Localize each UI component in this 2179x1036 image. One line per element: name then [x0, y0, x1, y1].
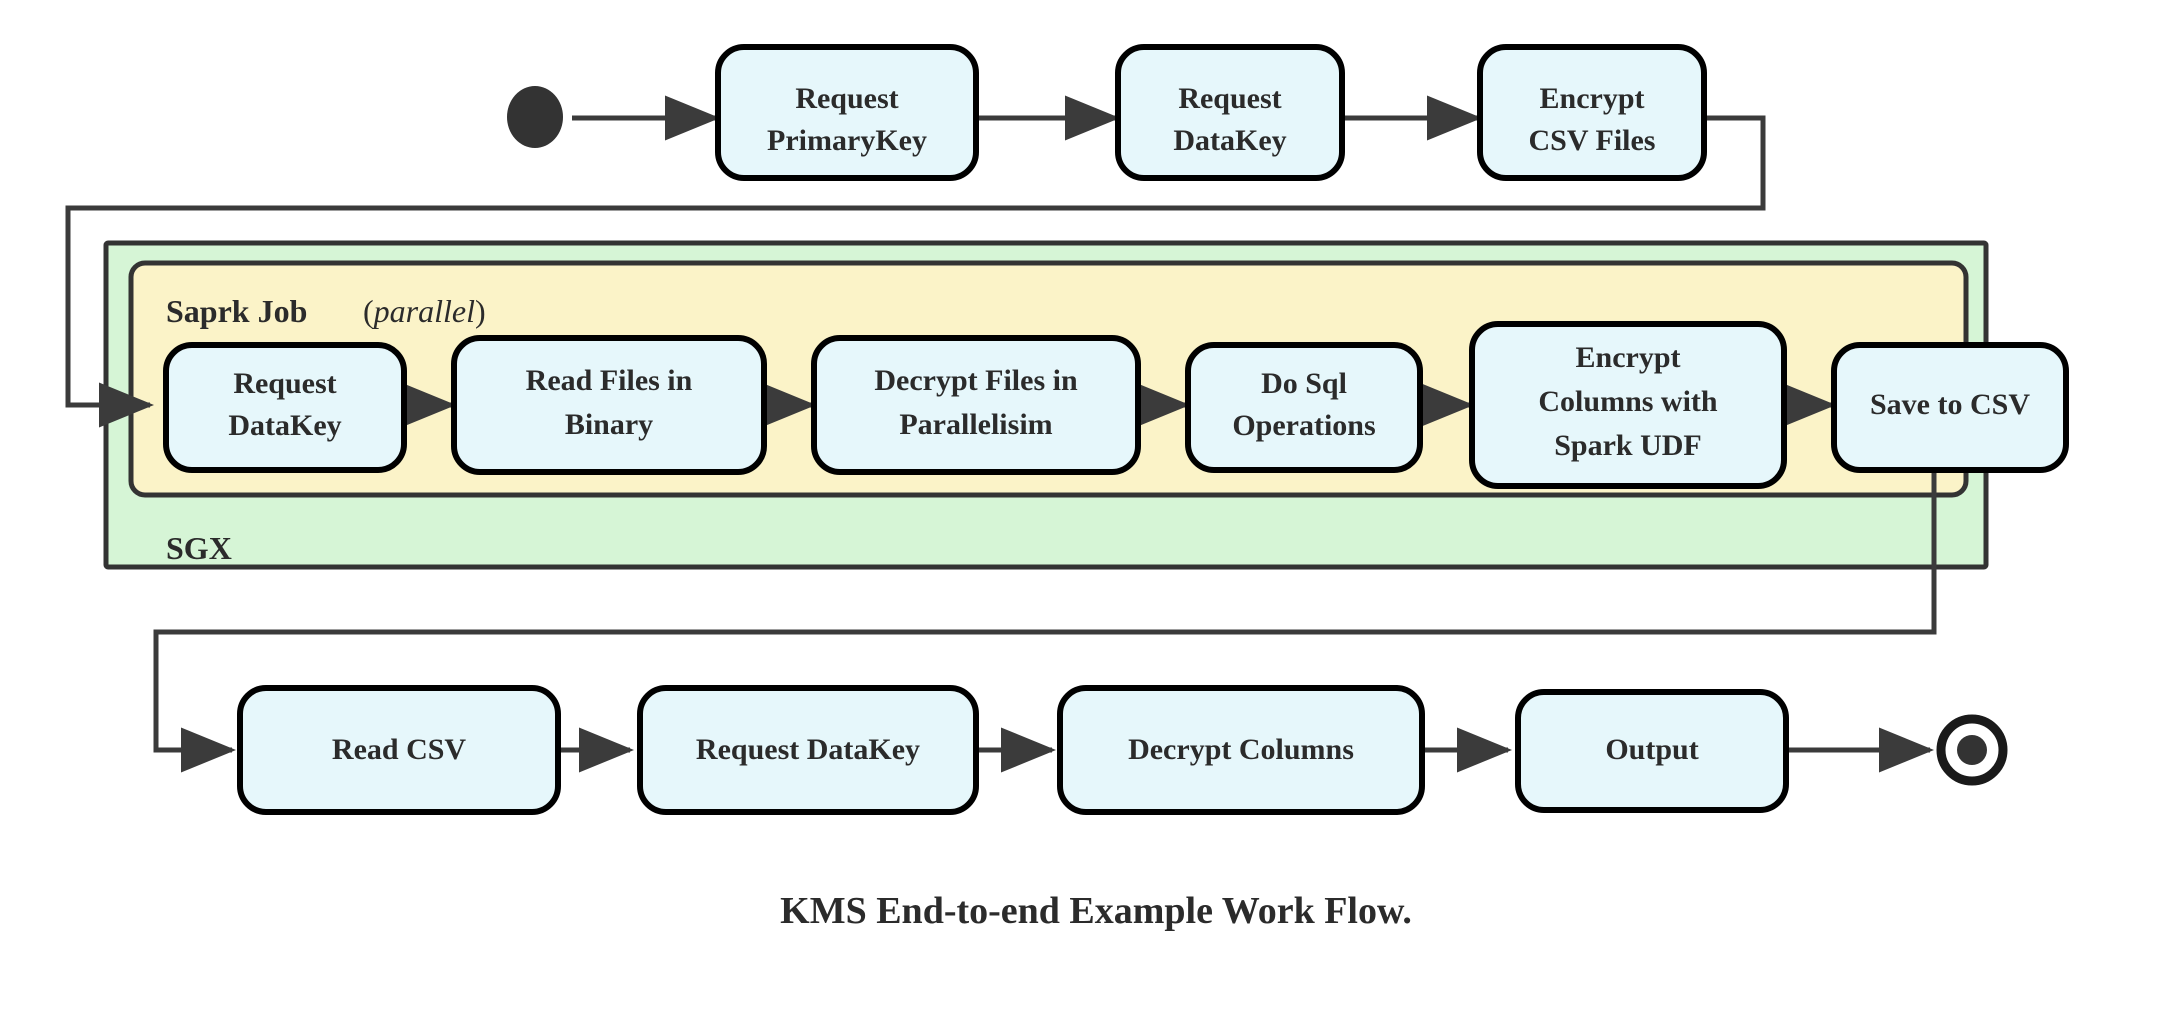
connector-encrypt-csv-to-spark-datakey [65, 115, 1766, 428]
node-box[interactable] [811, 335, 1141, 475]
node-box[interactable] [237, 685, 561, 815]
node-decrypt-columns[interactable]: Decrypt Columns [1057, 685, 1425, 815]
node-label-line-1: Request DataKey [696, 733, 920, 766]
node-label-line-2: Operations [1232, 409, 1375, 442]
node-label-line-1: Request [233, 367, 336, 400]
node-label-line-1: Decrypt Files in [874, 364, 1078, 397]
node-read-csv[interactable]: Read CSV [237, 685, 561, 815]
node-box[interactable] [637, 685, 979, 815]
node-box[interactable] [163, 342, 407, 473]
node-request-datakey-top[interactable]: Request DataKey [1115, 44, 1345, 181]
node-label-line-1: Do Sql [1261, 367, 1347, 400]
node-box[interactable] [1115, 44, 1345, 181]
start-node-icon [507, 86, 563, 148]
node-label-line-1: Encrypt [1540, 82, 1645, 115]
node-label-line-1: Encrypt [1576, 341, 1681, 374]
node-decrypt-files-in-parallelisim[interactable]: Decrypt Files in Parallelisim [811, 335, 1141, 475]
paren-close: ) [475, 293, 486, 329]
node-label-line-1: Request [795, 82, 898, 115]
node-label-line-1: Request [1178, 82, 1281, 115]
node-output[interactable]: Output [1515, 689, 1789, 813]
node-encrypt-csv-files[interactable]: Encrypt CSV Files [1477, 44, 1707, 181]
node-label-line-1: Output [1605, 733, 1698, 766]
node-read-files-in-binary[interactable]: Read Files in Binary [451, 335, 767, 475]
node-label-line-2: Columns with [1538, 385, 1718, 418]
node-request-primarykey[interactable]: Request PrimaryKey [715, 44, 979, 181]
node-box[interactable] [1057, 685, 1425, 815]
node-box[interactable] [1185, 342, 1423, 473]
node-box[interactable] [1469, 321, 1787, 489]
end-node-icon [1936, 714, 2008, 786]
node-request-datakey-spark[interactable]: Request DataKey [163, 342, 407, 473]
node-label-line-2: Parallelisim [899, 408, 1052, 441]
node-box[interactable] [1515, 689, 1789, 813]
node-label-line-2: CSV Files [1529, 124, 1656, 157]
parallel-word: parallel [372, 293, 475, 329]
node-label-line-2: DataKey [1173, 124, 1286, 157]
node-label-line-2: Binary [565, 408, 653, 441]
node-label-line-2: DataKey [228, 409, 341, 442]
spark-job-parallel-annotation: (parallel) [363, 293, 486, 329]
node-request-datakey-bottom[interactable]: Request DataKey [637, 685, 979, 815]
node-label-line-2: PrimaryKey [767, 124, 927, 157]
node-label-line-3: Spark UDF [1554, 429, 1702, 462]
spark-job-label: Saprk Job [166, 293, 307, 329]
node-label-line-1: Read CSV [332, 733, 467, 766]
node-do-sql-operations[interactable]: Do Sql Operations [1185, 342, 1423, 473]
node-box[interactable] [715, 44, 979, 181]
node-box[interactable] [451, 335, 767, 475]
node-label-line-1: Decrypt Columns [1128, 733, 1354, 766]
node-label-line-1: Save to CSV [1870, 388, 2030, 421]
node-box[interactable] [1831, 342, 2069, 473]
diagram-caption: KMS End-to-end Example Work Flow. [780, 890, 1412, 932]
node-save-to-csv[interactable]: Save to CSV [1831, 342, 2069, 473]
node-encrypt-columns-with-spark-udf[interactable]: Encrypt Columns with Spark UDF [1469, 321, 1787, 489]
sgx-label: SGX [166, 530, 232, 566]
node-box[interactable] [1477, 44, 1707, 181]
paren-open: ( [363, 293, 374, 329]
node-label-line-1: Read Files in [526, 364, 693, 397]
